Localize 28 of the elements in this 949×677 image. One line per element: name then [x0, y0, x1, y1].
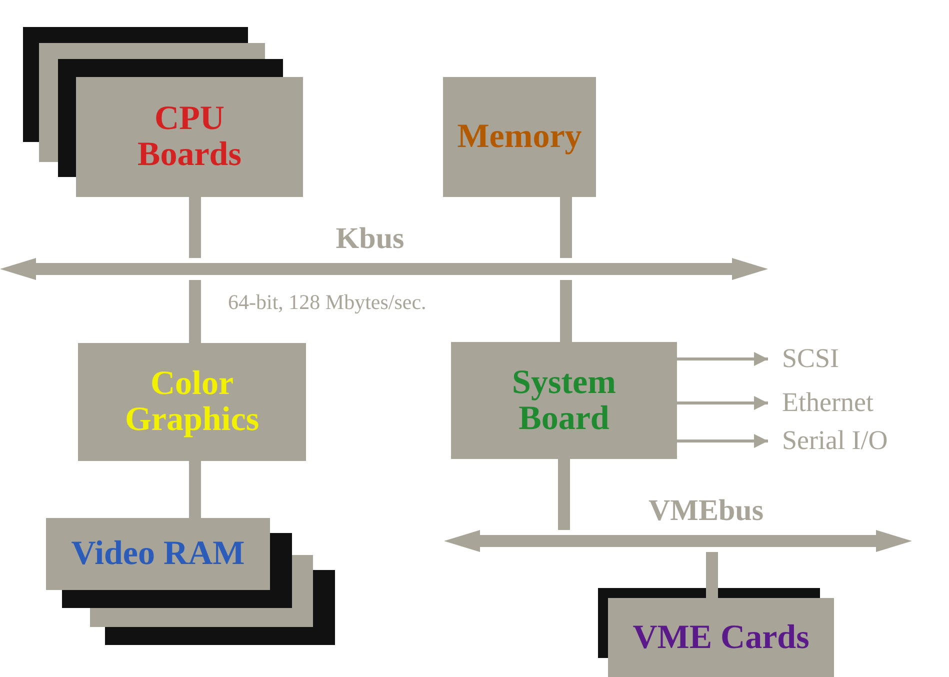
connector-line — [189, 197, 201, 258]
interface-label: Serial I/O — [782, 425, 888, 455]
arrow — [677, 396, 768, 410]
bus-spec-text: 64-bit, 128 Mbytes/sec. — [228, 290, 426, 315]
board-box — [76, 77, 303, 197]
board-box — [608, 598, 834, 677]
connector-line — [189, 461, 201, 518]
connector-line — [560, 280, 572, 342]
board-box — [443, 77, 596, 197]
board-label: System Board — [511, 364, 617, 436]
connector-line — [560, 197, 572, 258]
board-label: VME Cards — [632, 620, 810, 656]
bus-label: VMEbus — [648, 494, 764, 528]
board-label: Video RAM — [71, 536, 245, 572]
board-box — [46, 518, 270, 590]
interface-label: SCSI — [782, 343, 840, 373]
board-box — [78, 343, 306, 461]
connector-line — [706, 552, 718, 598]
arrow — [677, 352, 768, 366]
arrow — [677, 434, 768, 448]
board-label: Color Graphics — [124, 366, 260, 438]
connector-line — [558, 459, 570, 530]
bus-label: Kbus — [336, 222, 404, 256]
board-label: Memory — [457, 119, 582, 155]
board-label: CPU Boards — [136, 101, 242, 173]
board-box — [451, 342, 677, 459]
connector-line — [189, 280, 201, 343]
interface-label: Ethernet — [782, 387, 874, 417]
